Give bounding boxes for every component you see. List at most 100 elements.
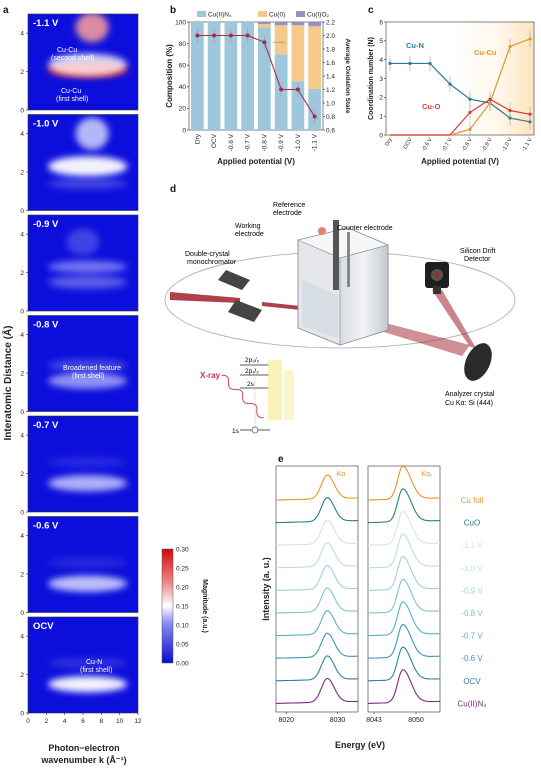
- panel-a-ylabel: Interatomic Distance (Å): [1, 325, 14, 440]
- heatmap-ytick: 4: [20, 533, 24, 540]
- heatmap-ytick: 2: [20, 571, 24, 578]
- c-series-point: [468, 97, 472, 101]
- heatmap-ytick: 2: [20, 270, 24, 277]
- c-xtick: -0.8 V: [461, 137, 474, 153]
- bar-0: [191, 22, 204, 130]
- oxidation-state-point: [228, 33, 233, 38]
- working-electrode-rod: [347, 232, 350, 287]
- c-xlabel: Applied potential (V): [421, 157, 499, 166]
- e-right-title: Kα₁: [421, 471, 433, 478]
- heatmap-ytick: 0: [20, 308, 24, 315]
- b-y2tick: 2.2: [326, 19, 335, 26]
- analyzer-crystal: [464, 343, 492, 381]
- c-ytick: 0: [379, 132, 383, 139]
- bar-0: [224, 22, 238, 130]
- heatmap-ytick: 4: [20, 131, 24, 138]
- bar-2: [274, 22, 288, 26]
- heatmap-panel: 024-1.1 V: [20, 13, 139, 114]
- e-left-title: Kα: [337, 471, 346, 478]
- b-ytick: 100: [175, 19, 186, 26]
- e-spectrum-left: [276, 474, 358, 501]
- ann-broadened: Broadened feature: [63, 365, 121, 372]
- c-series-point: [468, 127, 472, 131]
- oxidation-state-point: [195, 33, 200, 38]
- emission-band-1: [268, 360, 282, 420]
- heatmap-ytick: 0: [20, 509, 24, 516]
- heatmap-ytick: 0: [20, 610, 24, 617]
- incoming-beam: [170, 292, 240, 303]
- level-1s: 1s: [232, 428, 240, 435]
- heatmap-ytick: 4: [20, 332, 24, 339]
- colorbar-tick: 0.20: [176, 584, 189, 591]
- bar-1: [258, 24, 271, 28]
- c-series-point: [528, 112, 532, 116]
- e-spectrum-right: [368, 646, 440, 682]
- oxidation-state-point: [279, 87, 284, 92]
- reflected-beam: [432, 290, 476, 348]
- heatmap-ytick: 2: [20, 370, 24, 377]
- b-y2tick: 1.0: [326, 100, 335, 107]
- b-ytick: 0: [182, 127, 186, 134]
- heatmap-ytick: 0: [20, 409, 24, 416]
- e-xtick: 8030: [330, 717, 346, 724]
- c-ytick: 1: [379, 113, 383, 120]
- ann-broadened-2: (first shell): [72, 373, 104, 380]
- e-spectrum-right: [368, 601, 440, 637]
- b-y2tick: 2.0: [326, 33, 335, 40]
- ann-cucu-first-2: (first shell): [56, 96, 88, 103]
- c-xtick: -0.6 V: [421, 137, 434, 153]
- colorbar-tick: 0.30: [176, 546, 189, 553]
- panel-e-label: e: [278, 454, 284, 465]
- label-detector: Silicon Drift: [460, 248, 495, 255]
- colorbar-tick: 0.00: [176, 660, 189, 667]
- panel-a-label: a: [3, 5, 9, 16]
- b-xtick: -0.6 V: [228, 133, 235, 151]
- bar-0: [308, 88, 321, 130]
- b-xtick: OCV: [211, 133, 218, 148]
- heatmap-ytick: 2: [20, 169, 24, 176]
- b-xtick: -0.9 V: [278, 133, 285, 151]
- core-electron: [251, 426, 259, 434]
- c-series-line: [390, 62, 531, 123]
- label-analyzer: Analyzer crystal: [445, 391, 495, 398]
- e-xtick: 8050: [408, 717, 424, 724]
- c-series-point: [408, 61, 412, 66]
- oxidation-state-point: [262, 40, 267, 45]
- bar-1: [291, 25, 305, 82]
- heatmap-ytick: 4: [20, 232, 24, 239]
- bar-0: [258, 27, 271, 130]
- e-series-label: -0.8 V: [461, 609, 483, 618]
- e-spectrum-left: [276, 610, 358, 637]
- b-xtick: -1.1 V: [312, 133, 319, 151]
- b-y2tick: 1.4: [326, 73, 335, 80]
- c-series-point: [508, 44, 512, 49]
- b-xlabel: Applied potential (V): [217, 157, 295, 166]
- e-spectrum-right: [368, 578, 440, 614]
- label-monochromator-2: monochromator: [187, 259, 237, 266]
- heatmap-potential-label: -0.6 V: [33, 521, 59, 532]
- e-series-label: OCV: [463, 677, 481, 686]
- heatmap-xtick: 0: [26, 718, 30, 725]
- heatmap-potential-label: -0.9 V: [33, 219, 59, 230]
- b-legend-swatch: [258, 11, 267, 17]
- e-spectrum-right: [368, 510, 440, 546]
- heatmap-potential-label: -0.7 V: [33, 420, 59, 431]
- label-monochromator: Double-crystal: [185, 251, 230, 258]
- colorbar-tick: 0.10: [176, 622, 189, 629]
- label-analyzer-2: Cu Kα: Si (444): [445, 400, 493, 407]
- b-y2tick: 0.6: [326, 127, 335, 134]
- c-series-point: [488, 97, 492, 101]
- b-legend-swatch: [296, 11, 305, 17]
- colorbar-title: Magnitude (a.u.): [201, 579, 208, 633]
- panel-a-xlabel-line2: wavenumber k (Å⁻¹): [40, 755, 126, 765]
- oxidation-state-point: [295, 87, 300, 92]
- e-spectrum-right: [368, 488, 440, 524]
- e-spectrum-right: [368, 669, 440, 704]
- panel-d-schematic: [164, 220, 516, 434]
- e-spectrum-right: [368, 465, 440, 501]
- label-working-electrode-2: electrode: [235, 231, 264, 238]
- bar-0: [241, 22, 254, 130]
- ann-cucu-first: Cu-Cu: [61, 88, 81, 95]
